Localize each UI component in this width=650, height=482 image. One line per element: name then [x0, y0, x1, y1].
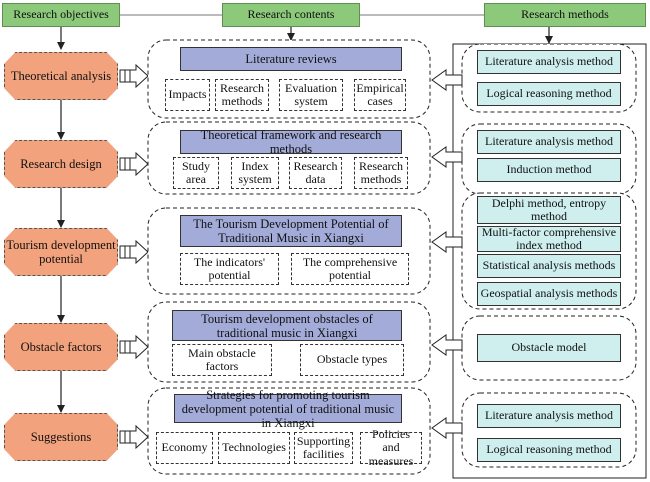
hollow-arrow-3 [119, 334, 149, 360]
method-item-2-1: Multi-factor comprehensive index method [477, 225, 621, 252]
method-item-3-0: Obstacle model [477, 334, 621, 362]
objective-research-design: Research design [4, 140, 118, 188]
method-link-arrow-4 [431, 417, 463, 439]
content-item-3-1: Obstacle types [300, 344, 404, 376]
hollow-arrow-0 [119, 63, 149, 89]
objective-suggestions: Suggestions [4, 413, 118, 461]
content-item-2-1: The comprehensive potential [291, 253, 409, 285]
method-item-2-3: Geospatial analysis methods [477, 282, 621, 306]
content-item-4-0: Economy [156, 432, 213, 464]
method-link-arrow-2 [431, 231, 463, 253]
method-item-4-1: Logical reasoning method [477, 438, 621, 462]
hollow-arrow-4 [119, 424, 149, 450]
method-item-1-1: Induction method [477, 158, 621, 182]
hollow-arrow-2 [119, 239, 149, 265]
method-item-2-2: Statistical analysis methods [477, 254, 621, 278]
content-item-0-0: Impacts [165, 79, 210, 111]
method-item-1-0: Literature analysis method [477, 130, 621, 154]
method-link-arrow-0 [431, 69, 463, 91]
header-research-contents: Research contents [222, 3, 360, 27]
content-item-4-1: Technologies [218, 432, 290, 464]
content-item-1-3: Research methods [354, 157, 408, 189]
method-item-2-0: Delphi method, entropy method [477, 196, 621, 224]
content-title-2: The Tourism Development Potential of Tra… [180, 215, 402, 247]
method-link-arrow-3 [431, 334, 463, 356]
content-title-0: Literature reviews [180, 47, 402, 71]
content-item-4-3: Policies and measures [360, 427, 422, 467]
method-item-4-0: Literature analysis method [477, 404, 621, 428]
content-item-1-0: Study area [173, 157, 219, 189]
content-item-1-2: Research data [289, 157, 342, 189]
header-research-methods: Research methods [484, 3, 646, 27]
content-item-0-1: Research methods [215, 79, 269, 111]
method-item-0-1: Logical reasoning method [477, 82, 621, 106]
method-link-arrow-1 [431, 146, 463, 168]
objective-theoretical-analysis: Theoretical analysis [4, 52, 118, 100]
content-title-3: Tourism development obstacles of traditi… [172, 310, 402, 341]
content-item-1-1: Index system [231, 157, 279, 189]
content-title-1: Theoretical framework and research metho… [180, 128, 402, 156]
content-item-2-0: The indicators' potential [180, 253, 279, 285]
hollow-arrow-1 [119, 151, 149, 177]
objective-obstacle-factors: Obstacle factors [4, 323, 118, 371]
content-title-4: Strategies for promoting tourism develop… [174, 388, 402, 430]
objective-tourism-potential: Tourism development potential [4, 228, 118, 276]
content-item-4-2: Supporting facilities [294, 432, 353, 464]
content-item-0-2: Evaluation system [279, 79, 343, 111]
header-research-objectives: Research objectives [2, 3, 120, 27]
content-item-0-3: Empirical cases [354, 79, 406, 111]
content-item-3-0: Main obstacle factors [172, 344, 272, 376]
method-item-0-0: Literature analysis method [477, 50, 621, 74]
